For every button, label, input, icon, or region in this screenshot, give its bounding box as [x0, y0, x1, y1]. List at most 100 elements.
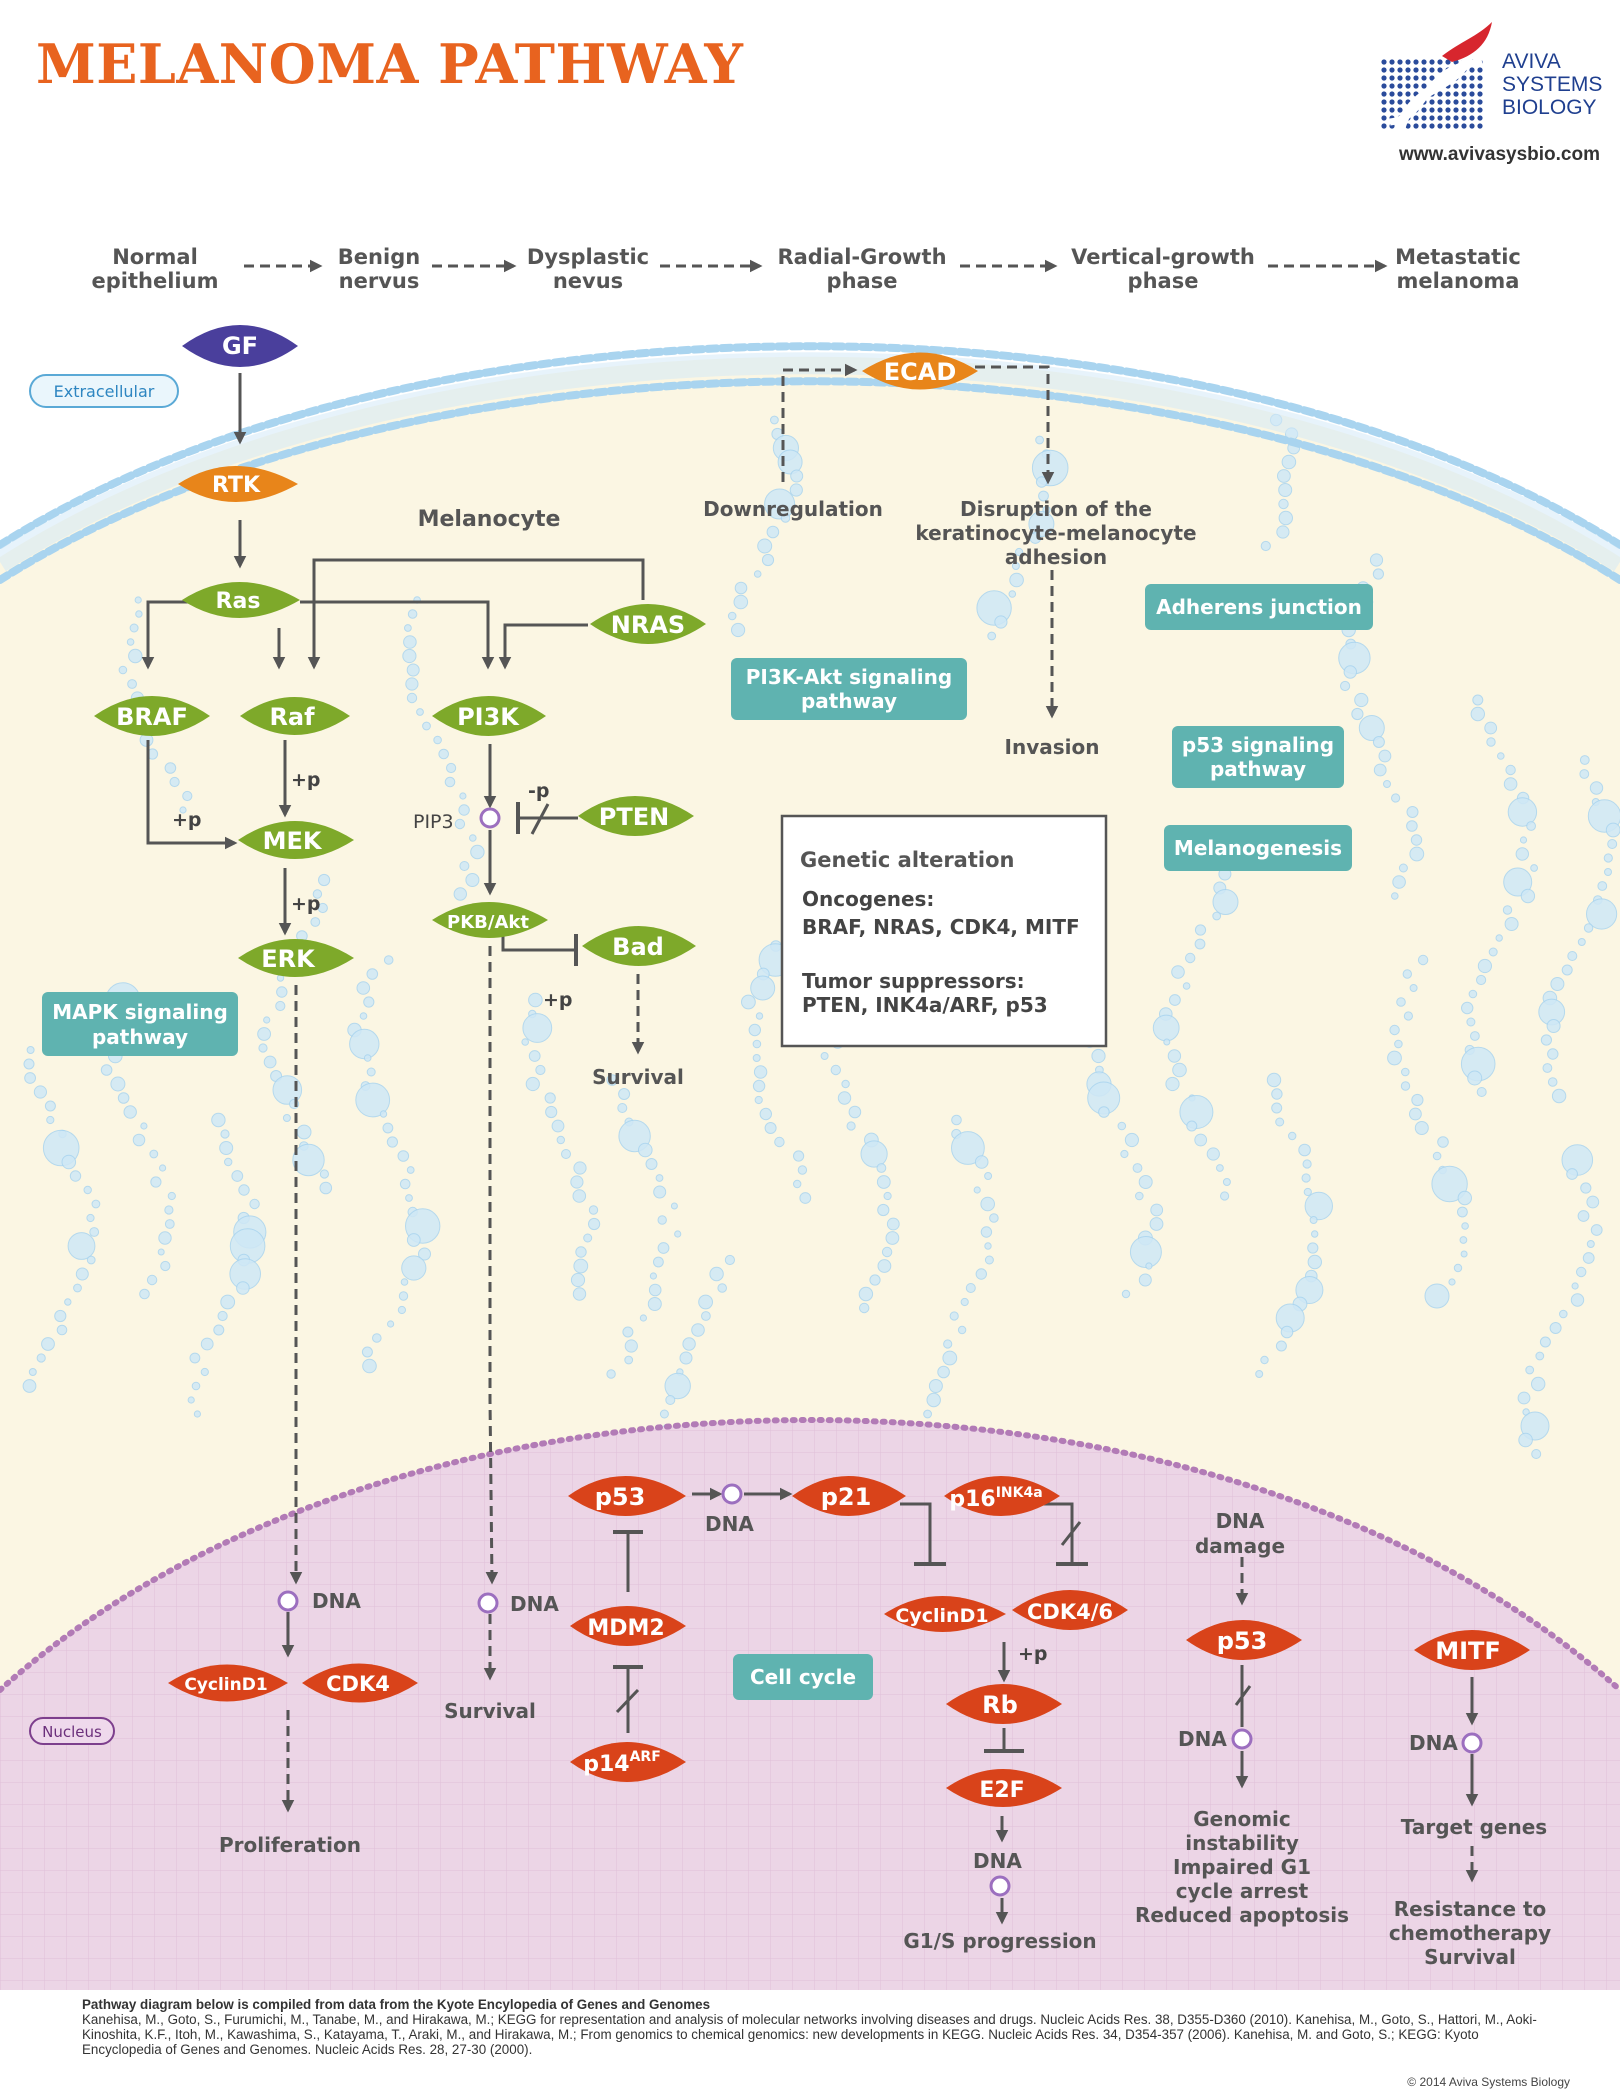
vesicle-bubble [750, 975, 776, 1001]
vesicle-bubble [24, 1072, 37, 1084]
page-title: MELANOMA PATHWAY [36, 32, 744, 96]
vesicle-bubble [1547, 1077, 1558, 1087]
vesicle-bubble [1309, 1216, 1318, 1224]
vesicle-bubble [752, 1054, 761, 1062]
vesicle-bubble [1372, 568, 1385, 580]
vesicle-bubble [1029, 532, 1042, 544]
label-genomic-line4: cycle arrest [1176, 1879, 1309, 1903]
vesicle-bubble [1212, 889, 1239, 915]
node-gf[interactable]: GF [182, 325, 298, 367]
vesicle-bubble [1518, 1432, 1533, 1448]
node-bad[interactable]: Bad [582, 926, 696, 966]
vesicle-bubble [382, 1122, 394, 1134]
node-p53-a[interactable]: p53 [568, 1476, 686, 1516]
brand-url[interactable]: www.avivasysbio.com [1399, 144, 1600, 165]
node-mdm2-label: MDM2 [587, 1616, 664, 1641]
vesicle-bubble [583, 1233, 593, 1243]
vesicle-bubble [1604, 868, 1612, 876]
node-ecad[interactable]: ECAD [862, 352, 978, 390]
label-disruption-line1: Disruption of the [960, 497, 1152, 521]
vesicle-bubble [469, 834, 477, 842]
vesicle-bubble [1255, 1370, 1264, 1378]
brand-name: AVIVA SYSTEMS BIOLOGY [1502, 50, 1602, 119]
vesicle-bubble [570, 1272, 586, 1288]
vesicle-bubble [1586, 1240, 1595, 1248]
node-mek[interactable]: MEK [238, 821, 354, 859]
vesicle-bubble [1260, 540, 1271, 552]
pathway-box-pi3k-akt-line1: PI3K-Akt signaling [746, 665, 952, 689]
vesicle-bubble [830, 1064, 841, 1076]
node-p21[interactable]: p21 [792, 1476, 906, 1516]
vesicle-bubble [1212, 911, 1222, 921]
vesicle-bubble [1278, 498, 1289, 510]
vesicle-bubble [179, 806, 187, 814]
node-rb[interactable]: Rb [946, 1684, 1062, 1724]
vesicle-bubble [1391, 892, 1399, 900]
vesicle-bubble [1194, 924, 1207, 936]
vesicle-bubble [1547, 1048, 1559, 1060]
node-nras[interactable]: NRAS [590, 604, 706, 644]
vesicle-bubble [731, 622, 746, 638]
vesicle-bubble [363, 1054, 372, 1062]
vesicle-bubble [1138, 1273, 1152, 1287]
pathway-box-p53-signaling[interactable]: p53 signaling pathway [1172, 726, 1344, 788]
node-cdk4-nucleus-left[interactable]: CDK4 [302, 1663, 418, 1703]
pathway-box-melanogenesis[interactable]: Melanogenesis [1164, 825, 1352, 871]
vesicle-bubble [1530, 864, 1538, 872]
vesicle-bubbles [22, 413, 1620, 1463]
pathway-box-pi3k-akt[interactable]: PI3K-Akt signaling pathway [731, 658, 967, 720]
node-erk[interactable]: ERK [238, 939, 354, 977]
vesicle-bubble [1603, 853, 1613, 863]
suppressors-list: PTEN, INK4a/ARF, p53 [802, 993, 1048, 1017]
vesicle-bubble [169, 776, 180, 788]
vesicle-bubble [366, 968, 379, 980]
vesicle-bubble [926, 1392, 941, 1408]
node-cyclind1-cellcycle[interactable]: CyclinD1 [884, 1596, 1006, 1632]
vesicle-bubble [362, 1358, 377, 1374]
node-pten[interactable]: PTEN [578, 796, 694, 836]
vesicle-bubble [1194, 1133, 1208, 1147]
label-plus-p-raf-mek: +p [291, 769, 321, 791]
vesicle-bubble [22, 1379, 37, 1393]
node-rtk[interactable]: RTK [178, 466, 298, 502]
node-mdm2[interactable]: MDM2 [570, 1606, 686, 1646]
vesicle-bubble [655, 1174, 664, 1182]
vesicle-bubble [1546, 1019, 1561, 1033]
vesicle-bubble [1476, 1087, 1487, 1097]
vesicle-bubble [1409, 1107, 1422, 1121]
vesicle-bubble [200, 1337, 214, 1351]
pathway-box-cell-cycle[interactable]: Cell cycle [733, 1654, 873, 1700]
vesicle-bubble [774, 1136, 785, 1148]
edge-down-ecad [781, 363, 858, 482]
node-e2f[interactable]: E2F [946, 1769, 1062, 1807]
vesicle-bubble [159, 1164, 167, 1172]
vesicle-bubble [701, 1311, 711, 1321]
node-cyclind1-nucleus-left[interactable]: CyclinD1 [168, 1664, 288, 1702]
vesicle-bubble [263, 1055, 277, 1069]
vesicle-bubble [1275, 1117, 1285, 1127]
node-cdk46[interactable]: CDK4/6 [1012, 1590, 1128, 1630]
vesicle-bubble [551, 1119, 565, 1133]
vesicle-bubble [957, 1325, 967, 1335]
node-p14arf[interactable]: p14ARF [570, 1742, 686, 1782]
vesicle-bubble [980, 1226, 993, 1238]
dna-node-6 [1461, 1732, 1483, 1754]
node-mitf[interactable]: MITF [1414, 1630, 1530, 1670]
node-braf-label: BRAF [116, 703, 188, 731]
vesicle-bubble [1304, 1191, 1334, 1221]
node-raf[interactable]: Raf [240, 697, 350, 735]
vesicle-bubble [83, 1185, 92, 1195]
node-ras[interactable]: Ras [182, 582, 300, 618]
pathway-box-mapk[interactable]: MAPK signaling pathway [42, 992, 238, 1056]
vesicle-bubble [1389, 1024, 1400, 1036]
node-p16ink4a[interactable]: p16INK4a [944, 1476, 1060, 1516]
vesicle-bubble [1301, 1173, 1311, 1183]
vesicle-bubble [797, 1165, 808, 1175]
pathway-box-adherens[interactable]: Adherens junction [1145, 584, 1373, 630]
node-pkb-akt[interactable]: PKB/Akt [432, 902, 548, 938]
node-braf[interactable]: BRAF [94, 696, 210, 736]
node-pi3k[interactable]: PI3K [432, 696, 546, 736]
node-p53-b[interactable]: p53 [1186, 1620, 1302, 1660]
vesicle-bubble [406, 692, 418, 704]
